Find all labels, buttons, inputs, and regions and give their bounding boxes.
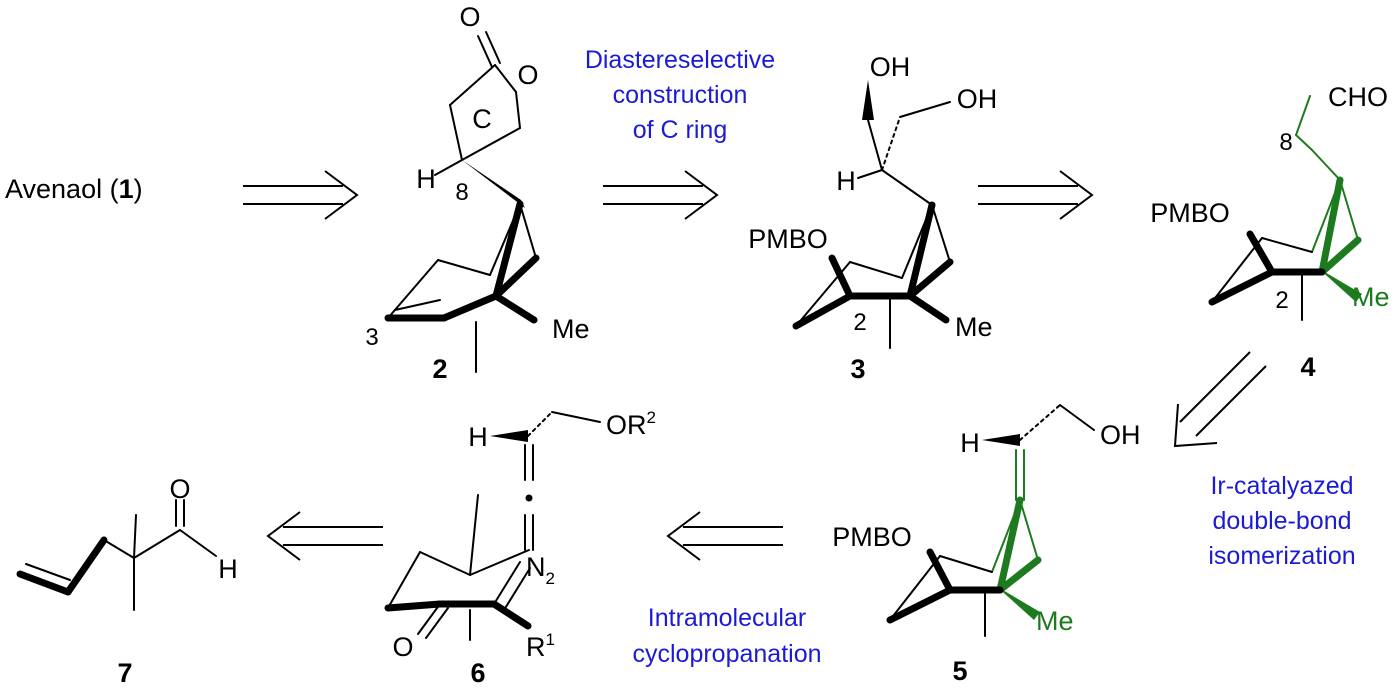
c3-h: H	[836, 166, 856, 196]
c2-ring-c: C	[472, 104, 492, 134]
c3-oh2: OH	[957, 84, 998, 114]
c2-me: Me	[552, 314, 590, 344]
compound-3-structure: OH OH H PMBO 2 Me 3	[748, 52, 997, 384]
step-cyclopropanation: Intramolecular cyclopropanation	[632, 604, 821, 668]
c3-pmbo: PMBO	[748, 224, 828, 254]
retro-arrow-6	[266, 511, 383, 561]
compound-7-structure: O H 7	[16, 474, 238, 688]
retro-arrow-1	[243, 170, 359, 220]
step2-line1: Ir-catalyazed	[1210, 472, 1353, 500]
compound-4-structure: CHO 8 PMBO 2 Me 4	[1150, 82, 1389, 382]
compound-2-number: 2	[432, 354, 447, 384]
c6-or2-sup: 2	[647, 408, 656, 427]
compound-4-number: 4	[1300, 352, 1315, 382]
svg-text:Avenaol (1): Avenaol (1)	[5, 174, 143, 204]
compound-6-number: 6	[470, 658, 485, 688]
step-diastereoselective: Diastereselective construction of C ring	[585, 46, 775, 144]
c2-o-top: O	[459, 2, 480, 32]
c4-pmbo: PMBO	[1150, 198, 1230, 228]
c6-r1: R1	[526, 630, 555, 662]
compound-7-number: 7	[117, 658, 132, 688]
retro-arrow-4	[1173, 351, 1267, 448]
step-ir-isomerization: Ir-catalyazed double-bond isomerization	[1208, 472, 1355, 570]
compound-5-number: 5	[952, 656, 967, 686]
retro-arrow-5	[666, 511, 783, 561]
c5-oh: OH	[1100, 420, 1141, 450]
c4-pos8: 8	[1279, 129, 1292, 156]
retro-arrow-3	[978, 170, 1094, 220]
c7-h: H	[218, 554, 238, 584]
avenaol-label: Avenaol (1)	[5, 174, 143, 204]
c3-me: Me	[955, 312, 993, 342]
compound-5-structure: H OH PMBO Me 5	[832, 404, 1141, 686]
c2-o-ring: O	[517, 60, 538, 90]
c6-h: H	[468, 422, 488, 452]
c5-h: H	[960, 428, 980, 458]
c3-oh1: OH	[870, 52, 911, 82]
step1-line1: Diastereselective	[585, 46, 775, 74]
c2-pos3: 3	[365, 324, 378, 351]
step2-line3: isomerization	[1208, 542, 1355, 570]
step3-line2: cyclopropanation	[632, 640, 821, 668]
c6-r1-sup: 1	[546, 630, 555, 649]
step1-line3: of C ring	[633, 116, 727, 144]
c2-h: H	[416, 164, 436, 194]
c6-or2: OR2	[606, 408, 656, 440]
step1-line2: construction	[613, 81, 748, 109]
c6-n2-text: N	[526, 552, 546, 582]
avenaol-close: )	[134, 174, 143, 204]
retro-arrow-2	[603, 170, 719, 220]
avenaol-number: 1	[119, 174, 134, 204]
c6-o: O	[392, 632, 413, 662]
c4-cho: CHO	[1328, 82, 1388, 112]
c4-me: Me	[1352, 282, 1390, 312]
c4-pos2: 2	[1275, 287, 1288, 314]
c6-or2-text: OR	[606, 410, 647, 440]
compound-2-structure: O O C H 8 3 Me 2	[365, 2, 589, 384]
c3-pos2: 2	[853, 309, 866, 336]
avenaol-name: Avenaol (	[5, 174, 119, 204]
c7-o: O	[169, 474, 190, 504]
c5-pmbo: PMBO	[832, 522, 912, 552]
step2-line2: double-bond	[1212, 507, 1351, 535]
c6-r1-text: R	[526, 632, 546, 662]
c2-pos8: 8	[455, 179, 468, 206]
compound-3-number: 3	[850, 354, 865, 384]
compound-6-structure: H OR2 N2 O R1 6	[384, 408, 656, 688]
step3-line1: Intramolecular	[648, 604, 806, 632]
c5-me: Me	[1036, 606, 1074, 636]
c6-n2: N2	[526, 552, 555, 588]
c6-n2-sub: 2	[546, 569, 555, 588]
